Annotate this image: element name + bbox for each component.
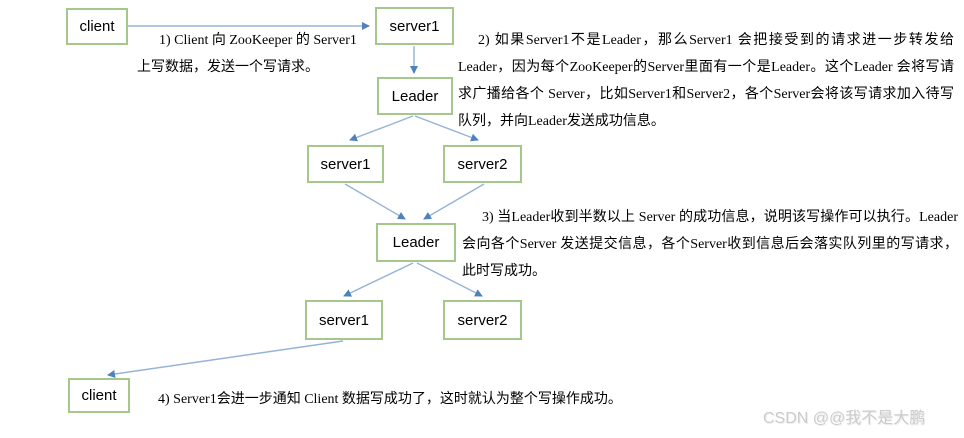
csdn-watermark: CSDN @@我不是大鹏 [763, 410, 926, 427]
arrow-leader1-to-server1mid [349, 115, 414, 142]
node-server1-bottom: server1 [305, 300, 383, 340]
annotation-step4: 4) Server1会进一步通知 Client 数据写成功了，这时就认为整个写操… [158, 392, 622, 407]
node-client-top: client [66, 8, 128, 45]
node-server2-bottom: server2 [443, 300, 522, 340]
node-server2-middle: server2 [443, 145, 522, 183]
node-server1-middle: server1 [307, 145, 384, 183]
arrow-server1mid-to-leader2 [344, 183, 406, 220]
annotation-step3: 3) 当Leader收到半数以上 Server 的成功信息，说明该写操作可以执行… [462, 210, 958, 279]
node-leader-first: Leader [377, 77, 453, 115]
arrow-leader2-to-server1bot [343, 262, 414, 297]
annotation-step2: 2) 如果Server1不是Leader，那么Server1 会把接受到的请求进… [458, 33, 954, 129]
annotation-step1: 1) Client 向 ZooKeeper 的 Server1 上写数据，发送一… [137, 33, 357, 75]
arrow-server1bot-to-client [107, 340, 344, 378]
node-client-bottom: client [68, 378, 130, 413]
node-leader-second: Leader [376, 223, 456, 262]
node-server1-top: server1 [375, 7, 454, 45]
